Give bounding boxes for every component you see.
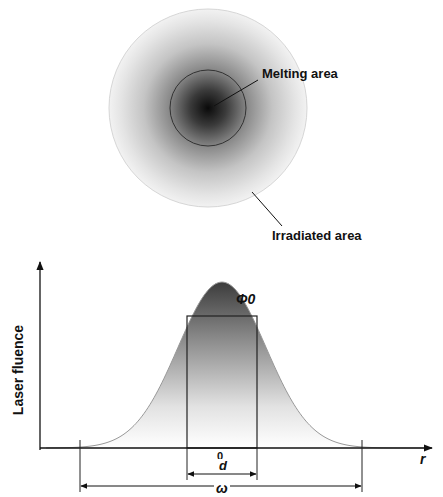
extension-line bbox=[187, 448, 188, 480]
irradiated-spot bbox=[109, 9, 307, 207]
gaussian-curve bbox=[46, 282, 424, 448]
dimension-label: ω bbox=[214, 481, 230, 495]
melting-rectangle bbox=[187, 316, 257, 448]
axis-label: r bbox=[420, 452, 425, 466]
axis-label: Laser fluence bbox=[11, 325, 25, 415]
peak-label: Φ0 bbox=[236, 292, 255, 306]
gaussian-fill bbox=[46, 282, 424, 448]
extension-line bbox=[257, 448, 258, 480]
extension-line bbox=[80, 440, 81, 492]
extension-line bbox=[362, 440, 363, 492]
dimension-label: d bbox=[217, 459, 229, 472]
r-axis bbox=[40, 447, 432, 448]
part-label: Melting area bbox=[262, 67, 338, 80]
melting-circle bbox=[170, 70, 246, 146]
dimension-arrow bbox=[188, 474, 256, 475]
part-label: Irradiated area bbox=[272, 229, 362, 242]
leader-line bbox=[214, 80, 258, 106]
leader-line bbox=[252, 192, 282, 226]
fluence-plot bbox=[40, 262, 432, 492]
fluence-axis bbox=[39, 262, 40, 450]
